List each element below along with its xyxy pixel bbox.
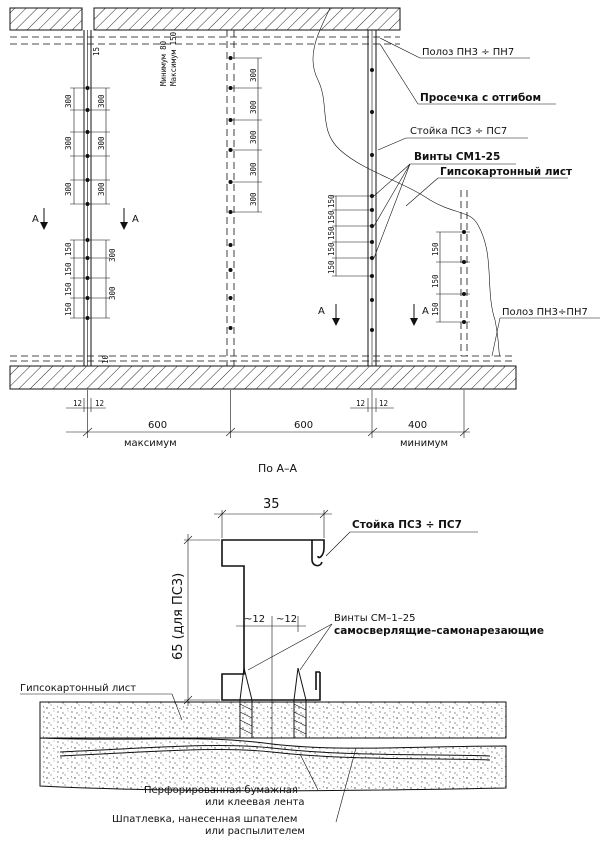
section-title: По А–А: [258, 462, 298, 475]
spacing-150-rs5: 150: [327, 260, 336, 274]
dim-400: 400: [408, 420, 427, 431]
svg-text:А: А: [422, 306, 429, 317]
callout-board: Гипсокартонный лист: [405, 166, 573, 207]
spacing-150-fr2: 150: [431, 274, 440, 288]
spacing-300-l1: 300: [64, 94, 73, 108]
screw-column-middle: 300 300 300 300 300: [228, 56, 262, 330]
note-minimum: минимум: [400, 438, 448, 449]
svg-text:или клеевая лента: или клеевая лента: [205, 797, 305, 808]
top-gap-label: 15: [92, 47, 101, 56]
gypsum-board-edge: [312, 7, 501, 357]
svg-text:Винты СМ1-25: Винты СМ1-25: [414, 151, 500, 163]
spacing-150-rs3: 150: [327, 226, 336, 240]
stud-left: [83, 30, 92, 366]
spacing-300-r4: 300: [108, 248, 117, 262]
section-marker-a-left: А А: [32, 208, 139, 230]
spacing-300-l3: 300: [64, 182, 73, 196]
section-view: 35 65 (для ПС3) ~12 ~12: [20, 497, 544, 837]
svg-text:Полоз ПН3÷ПН7: Полоз ПН3÷ПН7: [502, 307, 588, 318]
overlap-max-label: Максимум 150: [169, 31, 178, 86]
spacing-300-r2: 300: [97, 136, 106, 150]
callout-section-stud: Стойка ПС3 ÷ ПС7: [325, 519, 478, 557]
svg-text:самосверлящие–самонарезающие: самосверлящие–самонарезающие: [334, 625, 544, 637]
svg-text:Гипсокартонный лист: Гипсокартонный лист: [440, 166, 573, 178]
callout-section-tape: Перфорированная бумажная или клеевая лен…: [144, 753, 319, 808]
callout-section-screws: Винты СМ–1–25 самосверлящие–самонарезающ…: [247, 613, 544, 671]
spacing-150-fr1: 150: [431, 242, 440, 256]
ceiling-slab-right: [93, 7, 401, 31]
bottom-gap-label: 10: [101, 354, 110, 364]
spacing-300-m2: 300: [249, 100, 258, 114]
spacing-150-l2: 150: [64, 262, 73, 276]
svg-text:Гипсокартонный лист: Гипсокартонный лист: [20, 683, 136, 694]
svg-text:А: А: [318, 306, 325, 317]
svg-text:~12: ~12: [244, 614, 265, 625]
spacing-150-fr3: 150: [431, 302, 440, 316]
putty-layer: [39, 737, 507, 792]
stud-far-right: [460, 190, 468, 356]
spacing-marks-left: 300 300 300 300 300 300 150 150 150 150 …: [64, 87, 117, 319]
gypsum-board-section: [39, 701, 507, 739]
screw-column-right: 150 150 150 150 150: [327, 68, 374, 332]
stud-middle: [226, 30, 235, 366]
spacing-150-rs2: 150: [327, 210, 336, 224]
svg-text:Просечка с отгибом: Просечка с отгибом: [420, 92, 541, 104]
spacing-300-m5: 300: [249, 192, 258, 206]
svg-text:~12: ~12: [276, 614, 297, 625]
callout-notch: Просечка с отгибом: [379, 43, 556, 105]
svg-text:Перфорированная бумажная: Перфорированная бумажная: [144, 785, 298, 796]
svg-text:А: А: [32, 214, 39, 225]
spacing-300-m4: 300: [249, 162, 258, 176]
spacing-150-l1: 150: [64, 242, 73, 256]
callout-section-board: Гипсокартонный лист: [20, 683, 183, 721]
overlap-min-label: Минимум 80: [159, 40, 168, 86]
callout-track-top: Полоз ПН3 ÷ ПН7: [379, 37, 530, 59]
spacing-150-rs4: 150: [327, 242, 336, 256]
ceiling-slab: [9, 7, 83, 31]
floor-slab: [9, 365, 517, 390]
callout-section-putty: Шпатлевка, нанесенная шпателем или распы…: [112, 747, 357, 837]
svg-text:А: А: [132, 214, 139, 225]
svg-text:Полоз ПН3 ÷ ПН7: Полоз ПН3 ÷ ПН7: [422, 47, 514, 58]
callout-stud: Стойка ПС3 ÷ ПС7: [377, 126, 528, 151]
dim-600-a: 600: [148, 420, 167, 431]
spacing-150-l3: 150: [64, 282, 73, 296]
svg-text:Стойка ПС3 ÷ ПС7: Стойка ПС3 ÷ ПС7: [352, 519, 462, 531]
screw-column-far-right: 150 150 150: [431, 230, 470, 324]
dimensions-bottom: 12 12 12 12 600 600 400 максимум минимум: [66, 390, 470, 449]
spacing-300-m1: 300: [249, 68, 258, 82]
elevation-view: 300 300 300 300 300 300 150 150 150 150 …: [9, 7, 600, 449]
spacing-150-rs1: 150: [327, 194, 336, 208]
section-marker-a-right: А А: [318, 304, 429, 326]
section-height-label: 65 (для ПС3): [171, 573, 186, 660]
stud-profile: [221, 539, 325, 701]
svg-text:12: 12: [379, 399, 388, 408]
spacing-300-r3: 300: [97, 182, 106, 196]
svg-text:12: 12: [73, 399, 82, 408]
svg-text:12: 12: [356, 399, 365, 408]
section-width-label: 35: [263, 497, 280, 512]
svg-text:Шпатлевка, нанесенная шпателем: Шпатлевка, нанесенная шпателем: [112, 814, 297, 825]
spacing-300-m3: 300: [249, 130, 258, 144]
spacing-300-l2: 300: [64, 136, 73, 150]
dim-600-b: 600: [294, 420, 313, 431]
spacing-300-r5: 300: [108, 286, 117, 300]
svg-text:12: 12: [95, 399, 104, 408]
callout-screws: Винты СМ1-25: [373, 151, 516, 259]
spacing-150-l4: 150: [64, 302, 73, 316]
paper-tape: [59, 744, 491, 757]
svg-text:Стойка ПС3 ÷ ПС7: Стойка ПС3 ÷ ПС7: [410, 126, 507, 137]
spacing-300-r1: 300: [97, 94, 106, 108]
note-maximum: максимум: [124, 438, 177, 449]
callout-track-bottom: Полоз ПН3÷ПН7: [491, 307, 600, 357]
svg-text:или распылителем: или распылителем: [205, 826, 305, 837]
svg-text:Винты СМ–1–25: Винты СМ–1–25: [334, 613, 416, 624]
